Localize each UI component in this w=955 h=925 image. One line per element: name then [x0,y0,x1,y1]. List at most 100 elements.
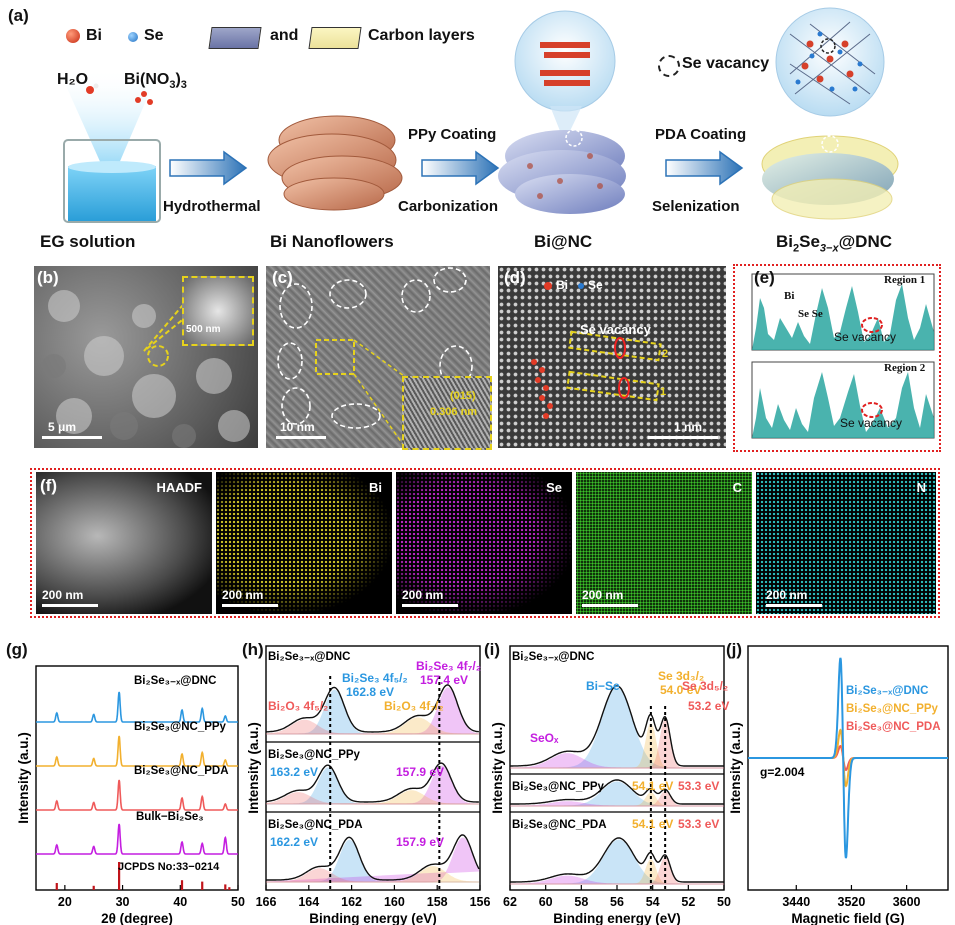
xps-envelope-line [266,684,479,733]
xps-annotation: Bi₂O₃ 4f₇/₂ [384,699,444,713]
beaker-illustration [58,68,161,223]
eds-map-haadf: HAADF 200 nm [36,472,212,614]
sem-inset [182,276,254,346]
eds-title-haadf: HAADF [156,480,203,495]
xps-title-3: Bi₂Se₃@NC_PDA [512,819,607,831]
arrow-2-icon [421,150,500,186]
x-tick-label: 50 [231,895,245,909]
stage-3-label: Bi@NC [534,232,593,251]
panel-j-label: (j) [726,640,743,659]
epr-legend-entry: Bi₂Se₃₋ₓ@DNC [846,685,928,697]
bi-nc-illustration [498,10,626,214]
xrd-series-line [36,779,238,811]
profile-frame [733,264,941,452]
bi2se3x-dnc-illustration [761,7,899,220]
x-tick-label: 162 [341,895,362,909]
bi2se3-4f52-fill [266,767,479,805]
stem-se-label: Se [588,278,603,292]
panel-f-label: (f) [40,476,57,495]
eds-scale-haadf: 200 nm [42,588,84,602]
xps-envelope-line [266,834,480,881]
bi2o3-4f72-fill [266,790,479,805]
eds-scale-bi: 200 nm [222,588,264,602]
xrd-series-name: Bi₂Se₃₋ₓ@DNC [134,675,216,687]
xrd-series-name: Bi₂Se₃@NC_PPy [134,721,227,733]
x-tick-label: 58 [574,895,588,909]
xps-envelope-line [510,685,724,767]
stem-bi-label: Bi [556,278,568,292]
hrtem-scale-bar [276,436,326,439]
x-tick-label: 60 [539,895,553,909]
xps-component-fill [510,857,724,885]
eds-title-se: Se [546,480,562,495]
y-axis-label: Intensity (a.u.) [246,722,261,814]
panel-h-label: (h) [242,640,264,659]
sem-scale-bar [42,436,102,439]
bi2se3-4f72-fill [265,687,479,735]
bino3-label: Bi(NO3)3 [124,71,187,92]
profile-bi-label: Bi [784,290,795,302]
xps-component-fill [510,801,724,807]
x-axis-label: Binding energy (eV) [553,911,681,925]
xps-annotation: Bi₂Se₃ 4f₇/₂ [416,659,481,673]
hrtem-inset [402,376,492,450]
xps-component-fill [510,875,724,885]
panel-e-label: (e) [754,268,775,287]
bi-dots [216,472,392,614]
bi2o3-4f52-fill [266,868,479,883]
eds-map-n: N 200 nm [756,472,936,614]
arrow-3-icon [665,150,744,186]
epr-legend-entry: Bi₂Se₃@NC_PPy [846,703,939,715]
stem-vacancy-label: Se vacancy [580,322,651,337]
panel-a-label: (a) [8,6,29,25]
plot-frame [747,645,949,891]
h2o-label: H₂O [57,71,89,88]
xps-component-fill [510,781,724,807]
x-tick-label: 56 [610,895,624,909]
x-tick-label: 3440 [782,895,810,909]
eds-scale-bar-c [582,604,638,607]
y-axis-label: Intensity (a.u.) [728,722,743,814]
bi2se3-4f72-fill [266,765,479,805]
eds-scale-bar-bi [222,604,278,607]
stem-scale-bar [648,436,718,439]
xps-title-1: Bi₂Se₃₋ₓ@DNC [268,651,350,663]
legend-vacancy: Se vacancy [682,55,770,72]
xrd-series-name: Bi₂Se₃@NC_PDA [134,765,229,777]
x-tick-label: 50 [717,895,731,909]
xps-component-fill [510,723,724,769]
xps-title-3: Bi₂Se₃@NC_PDA [268,819,363,831]
eds-title-bi: Bi [369,480,382,495]
xps-annotation: Bi₂O₃ 4f₅/₂ [268,699,328,713]
arrow-1-bottom-label: Hydrothermal [163,198,261,215]
xps-annotation: SeOₓ [530,731,559,745]
bi2o3-4f72-fill [266,717,479,735]
eds-scale-bar-se [402,604,458,607]
bi2o3-4f52-fill [265,719,479,735]
eds-title-c: C [732,480,742,495]
panel-c-label: (c) [272,268,293,287]
eds-scale-se: 200 nm [402,588,444,602]
arrow-3-bottom-label: Selenization [652,198,740,215]
x-tick-label: 30 [116,895,130,909]
eds-map-bi: Bi 200 nm [216,472,392,614]
eds-scale-bar-haadf [42,604,98,607]
xps-envelope-line [510,837,724,883]
xps-annotation: 53.3 eV [678,779,719,793]
layer-swatch-icon [208,27,262,49]
bi-atom-icon [66,29,80,43]
panel-b-label: (b) [37,268,59,287]
xps-component-fill [510,791,724,807]
region-2-label: Region 2 [884,362,926,374]
stem-scale-text: 1 nm [674,420,703,434]
stem-image: Bi Se Se vacancy 2 1 1 nm [498,266,726,448]
x-axis-label: Magnetic field (G) [791,911,904,925]
bi2se3-4f52-fill [266,689,479,735]
hrtem-image: (015) 0.306 nm 10 nm [266,266,492,450]
xps-envelope-line [510,779,724,805]
eds-map-se: Se 200 nm [396,472,572,614]
arrow-1-icon [169,150,248,186]
eds-scale-n: 200 nm [766,588,808,602]
